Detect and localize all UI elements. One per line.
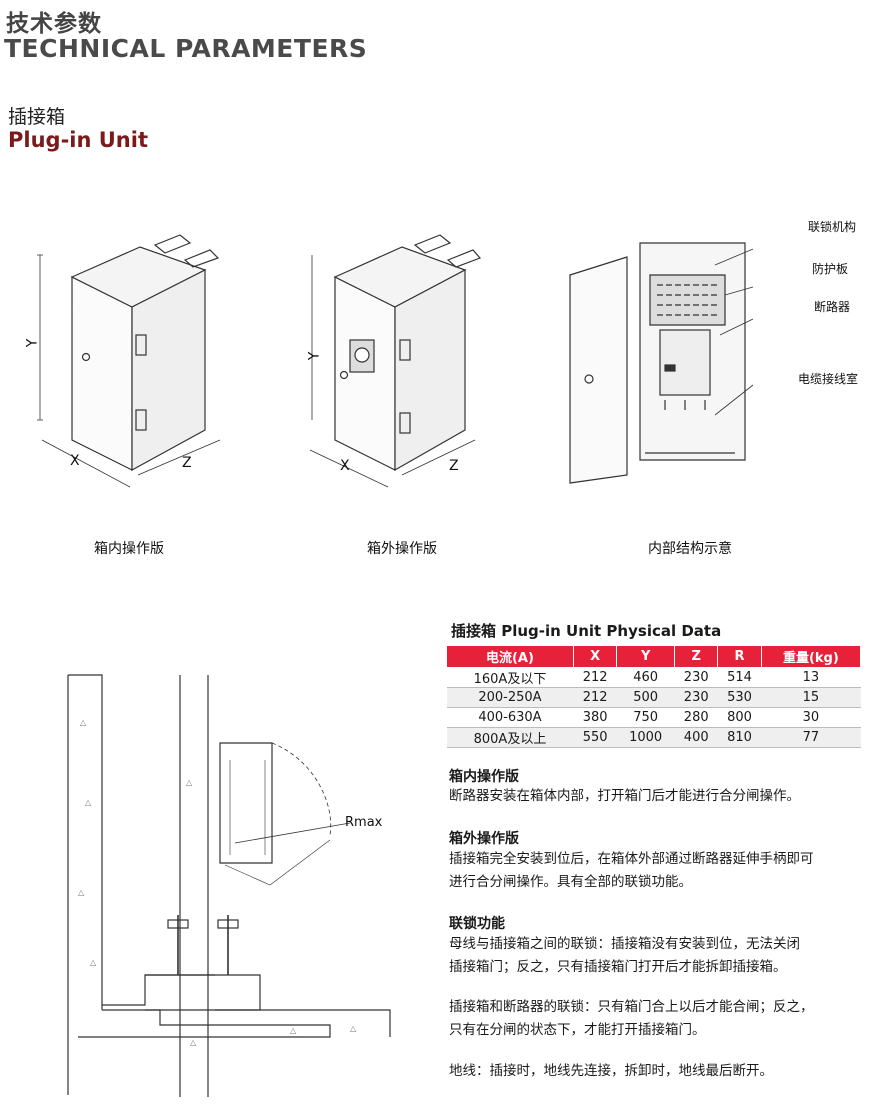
note-inner-text: 断路器安装在箱体内部，打开箱门后才能进行合分闸操作。	[449, 788, 800, 804]
section-title-cn: 插接箱	[8, 106, 66, 128]
cell: 13	[761, 667, 861, 688]
page-title-cn: 技术参数	[6, 11, 102, 37]
svg-text:△: △	[78, 888, 85, 897]
cell: 514	[717, 667, 762, 688]
table-title: 插接箱 Plug-in Unit Physical Data	[451, 622, 722, 640]
cell: 280	[674, 707, 718, 728]
col-weight: 重量(kg)	[760, 645, 862, 668]
note-outer-title: 箱外操作版	[449, 831, 519, 847]
svg-text:△: △	[80, 718, 87, 727]
cell: 400	[674, 727, 718, 748]
cell: 530	[717, 687, 762, 708]
col-x: X	[572, 645, 618, 668]
figure-installation-section: △ △ △ △ △ △ △ △	[67, 674, 391, 1097]
page-title-en: TECHNICAL PARAMETERS	[4, 34, 368, 63]
note-breaker-text-2: 只有在分闸的状态下，才能打开插接箱门。	[449, 1022, 706, 1038]
svg-text:△: △	[290, 1026, 297, 1035]
svg-text:△: △	[186, 778, 193, 787]
callout-guard-plate: 防护板	[812, 262, 849, 276]
svg-text:△: △	[350, 1024, 357, 1033]
axis-z-label: Z	[182, 455, 192, 471]
section-title-en: Plug-in Unit	[8, 128, 148, 152]
caption-internal-structure: 内部结构示意	[648, 541, 732, 557]
note-outer-text-1: 插接箱完全安装到位后，在箱体外部通过断路器延伸手柄即可	[449, 851, 814, 867]
caption-outer-operation: 箱外操作版	[367, 541, 437, 557]
col-r: R	[717, 645, 762, 668]
note-lock-title: 联锁功能	[449, 916, 505, 932]
cell: 750	[616, 707, 675, 728]
cell: 200-250A	[446, 687, 574, 708]
note-lock-text-1: 母线与插接箱之间的联锁：插接箱没有安装到位，无法关闭	[449, 936, 800, 952]
note-inner-title: 箱内操作版	[449, 769, 519, 785]
rmax-label: Rmax	[345, 815, 383, 830]
note-lock-text-2: 插接箱门；反之，只有插接箱门打开后才能拆卸插接箱。	[449, 959, 787, 975]
cell: 380	[573, 707, 617, 728]
cell: 500	[616, 687, 675, 708]
cell: 212	[573, 667, 617, 688]
cell: 230	[674, 687, 718, 708]
cell: 800	[717, 707, 762, 728]
cell: 400-630A	[446, 707, 574, 728]
axis-y-label: Y	[24, 338, 41, 348]
cell: 550	[573, 727, 617, 748]
cell: 1000	[616, 727, 675, 748]
cell: 30	[761, 707, 861, 728]
cell: 800A及以上	[446, 727, 574, 748]
figure-outer-operation	[309, 234, 482, 488]
caption-inner-operation: 箱内操作版	[94, 541, 164, 557]
callout-interlock: 联锁机构	[808, 220, 857, 234]
figure-internal-structure	[569, 242, 754, 484]
axis-x-label-2: X	[340, 458, 350, 474]
callout-cable-room: 电缆接线室	[798, 372, 859, 386]
callout-breaker: 断路器	[814, 300, 851, 314]
note-breaker-text-1: 插接箱和断路器的联锁：只有箱门合上以后才能合闸；反之，	[449, 999, 814, 1015]
axis-z-label-2: Z	[449, 458, 459, 474]
svg-text:△: △	[90, 958, 97, 967]
cell: 810	[717, 727, 762, 748]
svg-text:△: △	[85, 798, 92, 807]
col-y: Y	[616, 645, 676, 668]
note-outer-text-2: 进行合分闸操作。具有全部的联锁功能。	[449, 874, 692, 890]
cell: 160A及以下	[446, 667, 574, 688]
table-header-row: 电流(A) X Y Z R 重量(kg)	[446, 645, 862, 668]
figure-inner-operation	[37, 234, 221, 488]
svg-text:△: △	[190, 1038, 197, 1047]
note-ground-text: 地线：插接时，地线先连接，拆卸时，地线最后断开。	[449, 1063, 773, 1079]
col-z: Z	[674, 645, 719, 668]
cell: 77	[761, 727, 861, 748]
cell: 15	[761, 687, 861, 708]
cell: 230	[674, 667, 718, 688]
axis-x-label: X	[70, 453, 80, 469]
cell: 212	[573, 687, 617, 708]
cell: 460	[616, 667, 675, 688]
col-current: 电流(A)	[446, 645, 574, 668]
axis-y-label-2: Y	[306, 351, 323, 361]
